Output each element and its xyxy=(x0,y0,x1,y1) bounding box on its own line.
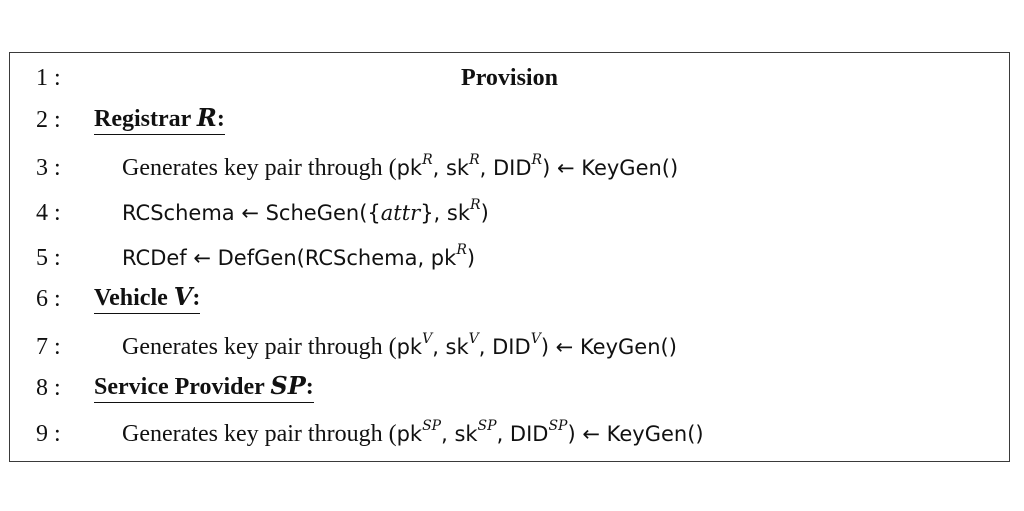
registrar-keygen-statement: Generates key pair through (pkR, skR, DI… xyxy=(122,152,679,181)
line-number: 3 : xyxy=(36,155,61,181)
line-number: 8 : xyxy=(36,375,61,401)
algorithm-line-7: 7 : Generates key pair through (pkV, skV… xyxy=(10,330,1009,364)
line-number: 2 : xyxy=(36,107,61,133)
line-number: 1 : xyxy=(36,65,61,91)
vehicle-keygen-statement: Generates key pair through (pkV, skV, DI… xyxy=(122,331,677,360)
algorithm-box: 1 : Provision 2 : Registrar R: 3 : Gener… xyxy=(9,52,1010,462)
algorithm-line-8: 8 : Service Provider SP: xyxy=(10,371,1009,405)
definition-generation-statement: RCDef ← DefGen(RCSchema, pkR) xyxy=(122,242,476,270)
algorithm-line-6: 6 : Vehicle V: xyxy=(10,282,1009,316)
line-number: 4 : xyxy=(36,200,61,226)
algorithm-line-5: 5 : RCDef ← DefGen(RCSchema, pkR) xyxy=(10,241,1009,275)
line-number: 7 : xyxy=(36,334,61,360)
algorithm-title: Provision xyxy=(461,65,558,91)
line-number: 5 : xyxy=(36,245,61,271)
schema-generation-statement: RCSchema ← ScheGen({attr}, skR) xyxy=(122,197,489,225)
algorithm-line-1: 1 : Provision xyxy=(10,61,1009,95)
line-number: 6 : xyxy=(36,286,61,312)
service-provider-keygen-statement: Generates key pair through (pkSP, skSP, … xyxy=(122,418,704,447)
service-provider-heading: Service Provider SP: xyxy=(94,371,314,403)
algorithm-line-9: 9 : Generates key pair through (pkSP, sk… xyxy=(10,417,1009,451)
vehicle-heading: Vehicle V: xyxy=(94,282,201,314)
line-number: 9 : xyxy=(36,421,61,447)
algorithm-line-4: 4 : RCSchema ← ScheGen({attr}, skR) xyxy=(10,196,1009,230)
algorithm-line-2: 2 : Registrar R: xyxy=(10,103,1009,137)
algorithm-line-3: 3 : Generates key pair through (pkR, skR… xyxy=(10,151,1009,185)
registrar-heading: Registrar R: xyxy=(94,103,225,135)
